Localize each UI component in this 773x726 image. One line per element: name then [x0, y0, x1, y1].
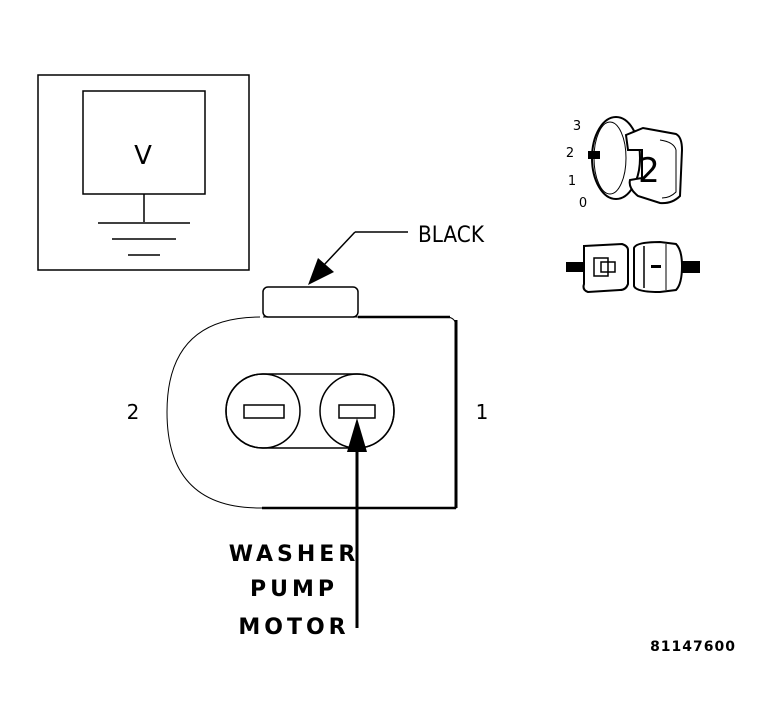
key-position-label: 2 [638, 151, 660, 191]
connector-male [582, 242, 629, 294]
connector-color-label: BLACK [418, 223, 485, 248]
position-indicator [588, 151, 600, 159]
color-callout: BLACK [308, 223, 485, 285]
connector-body [166, 316, 457, 509]
ignition-pos-3: 3 [573, 119, 581, 134]
connector-latch [262, 286, 359, 318]
figure-id: 81147600 [650, 639, 736, 655]
key-head [624, 126, 684, 205]
voltmeter-frame [37, 74, 250, 271]
callout-arrow-icon [308, 258, 334, 285]
pin-1-label: 1 [476, 400, 489, 424]
ignition-pos-0: 0 [579, 196, 587, 211]
circuit-arrow-icon [347, 418, 367, 452]
connector-face: 2 1 [127, 286, 489, 510]
circuit-callout: WASHER PUMP MOTOR [229, 418, 367, 640]
circuit-label-line1: WASHER [229, 542, 360, 567]
cavity-pin-2 [225, 373, 301, 449]
ignition-switch-icon: 3 2 1 0 2 [566, 116, 684, 211]
ignition-pos-1: 1 [568, 174, 576, 189]
ground-icon [98, 222, 190, 256]
ignition-pos-2: 2 [566, 146, 574, 161]
cavity-outline [225, 373, 395, 449]
pin-2-label: 2 [127, 400, 140, 424]
circuit-label-line2: PUMP [250, 577, 338, 602]
terminal-pin-2 [243, 404, 285, 419]
voltmeter-label: V [134, 141, 152, 171]
terminal-pin-1 [338, 404, 376, 419]
voltmeter-symbol: V [37, 74, 250, 271]
circuit-label-line3: MOTOR [238, 615, 349, 640]
connector-pair-icon [566, 240, 700, 294]
